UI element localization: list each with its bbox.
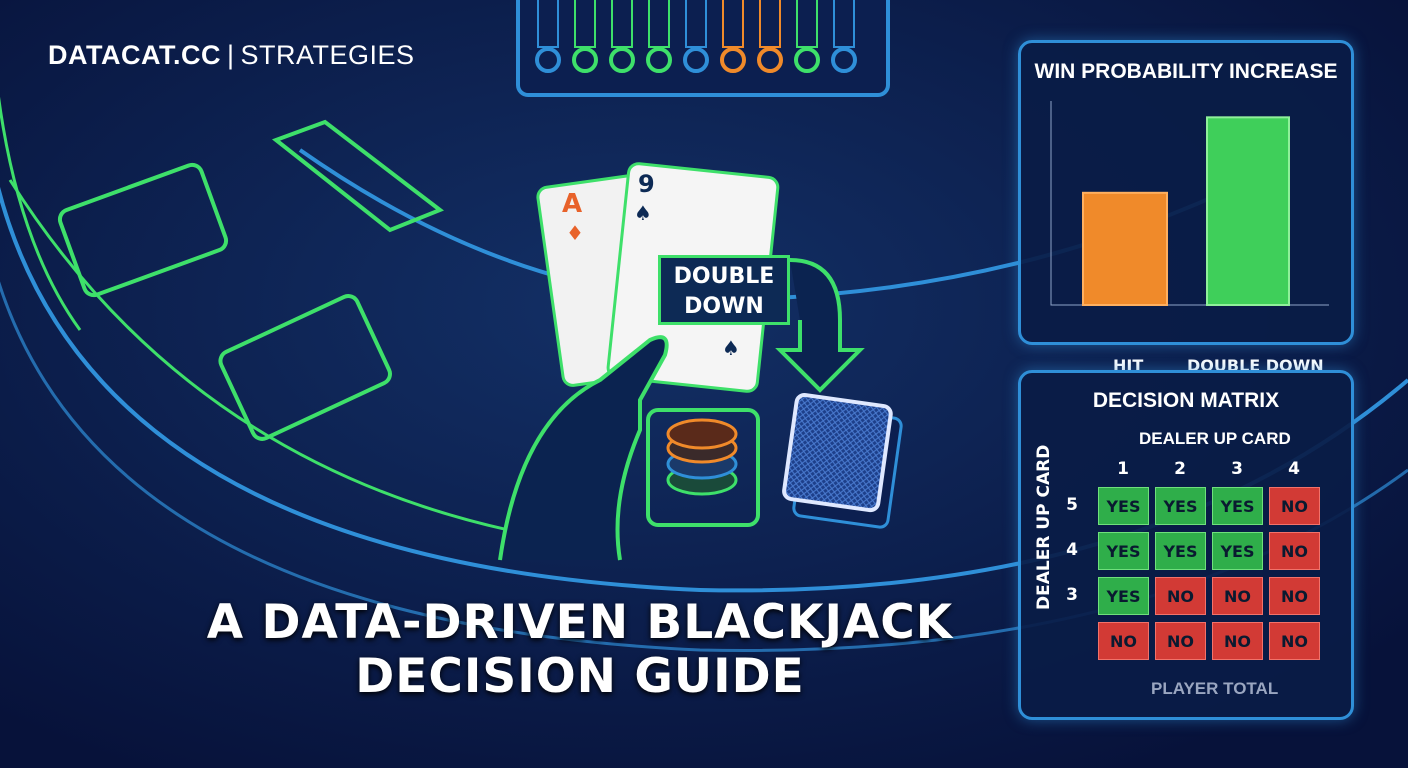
matrix-cell: NO bbox=[1212, 577, 1263, 615]
betting-spot bbox=[218, 293, 392, 441]
brand-separator: | bbox=[226, 40, 235, 70]
chip-icon bbox=[757, 47, 783, 73]
double-down-callout: DOUBLE DOWN bbox=[658, 255, 790, 325]
matrix-cell: NO bbox=[1155, 577, 1206, 615]
bar-hit bbox=[1082, 191, 1168, 306]
chip-icon bbox=[683, 47, 709, 73]
chip-icon bbox=[572, 47, 598, 73]
matrix-cell: NO bbox=[1269, 487, 1320, 525]
matrix-title: DECISION MATRIX bbox=[1092, 389, 1280, 412]
chip-icon bbox=[720, 47, 746, 73]
callout-line1: DOUBLE bbox=[673, 264, 775, 289]
page-title: A DATA-DRIVEN BLACKJACK DECISION GUIDE bbox=[0, 596, 1160, 704]
matrix-cell: NO bbox=[1212, 622, 1263, 660]
column-label: 3 bbox=[1231, 459, 1243, 479]
chip-icon bbox=[794, 47, 820, 73]
callout-line2: DOWN bbox=[684, 294, 764, 319]
chip-rack bbox=[516, 0, 890, 97]
matrix-cell: NO bbox=[1269, 577, 1320, 615]
diamond-icon: ♦ bbox=[566, 221, 584, 245]
matrix-cell: YES bbox=[1098, 487, 1149, 525]
win-probability-panel: WIN PROBABILITY INCREASE HIT DOUBLE DOWN bbox=[1018, 40, 1354, 375]
matrix-cell: YES bbox=[1155, 487, 1206, 525]
brand-header: DATACAT.CC|STRATEGIES bbox=[48, 40, 415, 71]
win-probability-chart bbox=[1050, 101, 1329, 306]
matrix-cell: YES bbox=[1155, 532, 1206, 570]
chip-icon bbox=[646, 47, 672, 73]
x-axis-label: PLAYER TOTAL bbox=[1151, 679, 1279, 698]
chip-icon bbox=[535, 47, 561, 73]
matrix-cell: NO bbox=[1269, 532, 1320, 570]
bar-double-down bbox=[1206, 116, 1290, 306]
matrix-cell: YES bbox=[1098, 532, 1149, 570]
chip-icon bbox=[609, 47, 635, 73]
arrow-down-icon bbox=[775, 258, 865, 393]
column-header: DEALER UP CARD bbox=[1139, 429, 1291, 448]
card-deck-icon bbox=[782, 393, 903, 529]
matrix-cell: YES bbox=[1098, 577, 1149, 615]
matrix-cell: YES bbox=[1212, 487, 1263, 525]
matrix-cell: NO bbox=[1269, 622, 1320, 660]
brand-name: DATACAT.CC bbox=[48, 40, 221, 70]
column-label: 1 bbox=[1117, 459, 1129, 479]
matrix-cell: YES bbox=[1212, 532, 1263, 570]
chart-title: WIN PROBABILITY INCREASE bbox=[1034, 60, 1338, 83]
row-header: DEALER UP CARD bbox=[1034, 444, 1054, 610]
decision-matrix-panel: DECISION MATRIX DEALER UP CARD PLAYER TO… bbox=[1018, 370, 1354, 720]
row-label: 4 bbox=[1066, 540, 1078, 560]
matrix-cell: NO bbox=[1098, 622, 1149, 660]
betting-spot bbox=[57, 162, 229, 298]
hand-outline bbox=[498, 335, 669, 561]
chip-icon bbox=[831, 47, 857, 73]
chip-stack-icon bbox=[666, 418, 738, 496]
title-line2: DECISION GUIDE bbox=[355, 649, 805, 704]
betting-spot bbox=[271, 119, 445, 233]
row-label: 5 bbox=[1066, 495, 1078, 515]
brand-section: STRATEGIES bbox=[240, 40, 415, 70]
title-line1: A DATA-DRIVEN BLACKJACK bbox=[206, 595, 954, 650]
bet-box bbox=[646, 408, 760, 527]
ace-rank: A bbox=[562, 189, 582, 219]
matrix-cell: NO bbox=[1155, 622, 1206, 660]
spade-icon: ♠ bbox=[722, 336, 740, 360]
column-label: 2 bbox=[1174, 459, 1186, 479]
spade-icon: ♠ bbox=[634, 201, 652, 225]
row-label: 3 bbox=[1066, 585, 1078, 605]
column-label: 4 bbox=[1288, 459, 1300, 479]
nine-rank: 9 bbox=[638, 170, 655, 198]
